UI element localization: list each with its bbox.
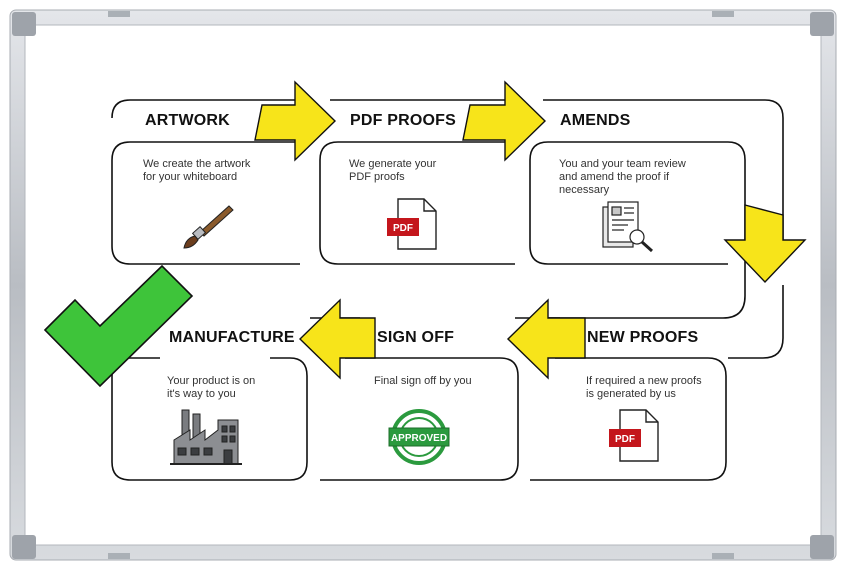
desc-line: it's way to you xyxy=(167,388,236,400)
desc-line: PDF proofs xyxy=(349,171,405,183)
approved-stamp-label: APPROVED xyxy=(391,433,447,444)
step-desc-amends: You and your team review and amend the p… xyxy=(559,158,686,197)
desc-line: You and your team review xyxy=(559,158,686,170)
step-title-pdf-proofs: PDF PROOFS xyxy=(350,112,457,129)
step-desc-sign-off: Final sign off by you xyxy=(374,375,472,388)
desc-line: Final sign off by you xyxy=(374,375,472,387)
flow-outline-top xyxy=(111,99,784,359)
desc-line: and amend the proof if xyxy=(559,171,670,183)
flow-arrow-right-1 xyxy=(254,80,337,162)
step-title-artwork: ARTWORK xyxy=(145,112,230,129)
step-desc-pdf-proofs: We generate your PDF proofs xyxy=(349,158,436,184)
factory-icon xyxy=(170,409,242,465)
flow-arrow-right-2 xyxy=(462,80,547,162)
frame-corner-tl xyxy=(12,12,36,36)
flow-arrow-down xyxy=(723,204,807,284)
frame-corner-bl xyxy=(12,535,36,559)
step-title-manufacture: MANUFACTURE xyxy=(169,329,295,346)
frame-corner-br xyxy=(810,535,834,559)
step-desc-new-proofs: If required a new proofs is generated by… xyxy=(586,375,702,401)
frame-corner-tr xyxy=(810,12,834,36)
flow-arrow-left-2 xyxy=(298,298,376,380)
document-review-icon xyxy=(602,201,654,253)
step-title-new-proofs: NEW PROOFS xyxy=(587,329,699,346)
card-amends xyxy=(548,141,746,319)
pdf-badge-label: PDF xyxy=(615,434,635,445)
step-desc-manufacture: Your product is on it's way to you xyxy=(167,375,255,401)
pdf-file-icon: PDF xyxy=(387,198,437,250)
desc-line: is generated by us xyxy=(586,388,676,400)
pdf-file-icon: PDF xyxy=(609,409,659,462)
card-artwork xyxy=(111,141,300,265)
desc-line: We generate your xyxy=(349,158,437,170)
paintbrush-icon xyxy=(183,205,234,249)
step-desc-artwork: We create the artwork for your whiteboar… xyxy=(143,158,250,184)
desc-line: for your whiteboard xyxy=(143,171,238,183)
step-title-sign-off: SIGN OFF xyxy=(377,329,455,346)
desc-line: Your product is on xyxy=(167,375,256,387)
approved-stamp-icon: APPROVED xyxy=(388,409,450,465)
check-mark-icon xyxy=(43,264,194,388)
desc-line: necessary xyxy=(559,184,610,196)
step-title-amends: AMENDS xyxy=(560,112,631,129)
desc-line: If required a new proofs xyxy=(586,375,702,387)
flow-arrow-left-1 xyxy=(506,298,586,380)
desc-line: We create the artwork xyxy=(143,158,251,170)
pdf-badge-label: PDF xyxy=(393,223,413,234)
